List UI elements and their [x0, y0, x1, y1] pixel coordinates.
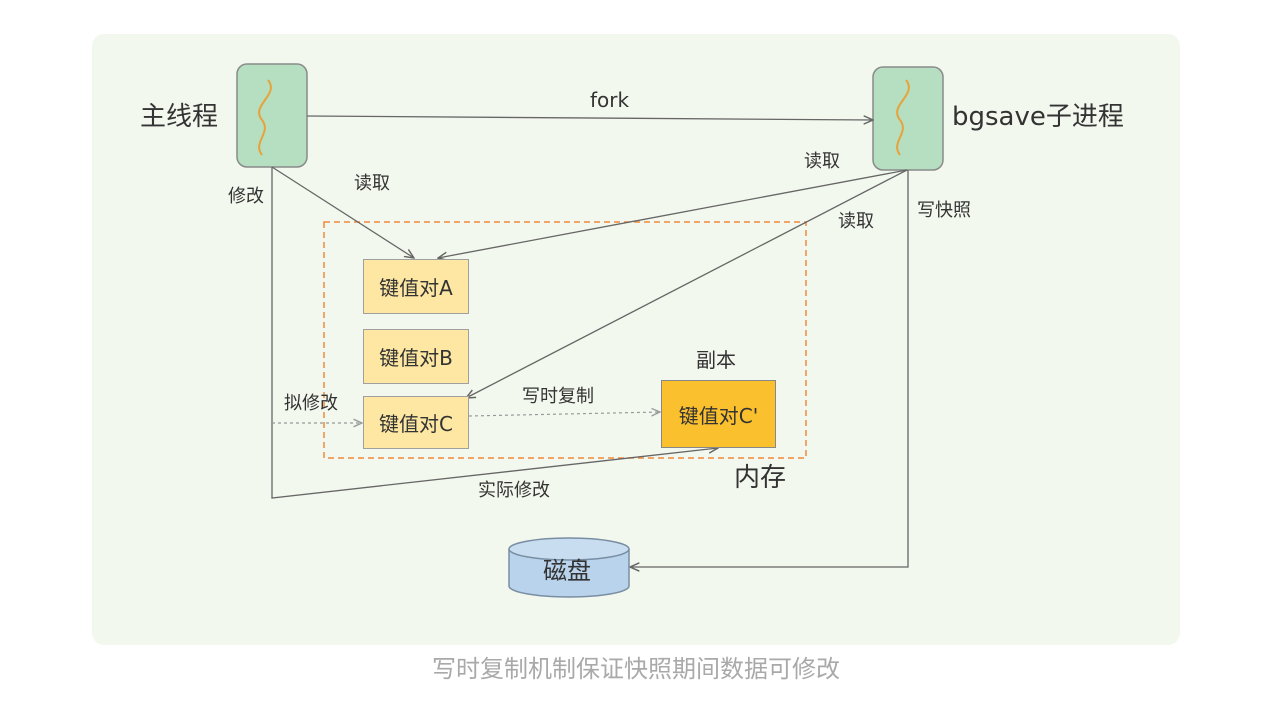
fork-label: fork: [590, 88, 630, 112]
main-read-arrow: [271, 166, 414, 258]
intend-modify-label: 拟修改: [284, 393, 338, 414]
memory-label: 内存: [734, 463, 787, 493]
child-thread-icon: [872, 66, 944, 171]
cylinder-icon: [508, 537, 630, 598]
figure-caption: 写时复制机制保证快照期间数据可修改: [432, 655, 840, 683]
child-read-arrow-c: [466, 169, 908, 398]
main-read-label: 读取: [354, 173, 390, 194]
write-snapshot-arrow: [630, 170, 909, 567]
kv-c-box: 键值对C: [363, 396, 469, 449]
main-thread-label: 主线程: [140, 102, 219, 132]
child-read-arrow-a: [438, 169, 908, 258]
kv-c-copy-box: 键值对C': [661, 380, 776, 448]
fork-arrow: [306, 116, 873, 120]
child-read-label-1: 读取: [804, 151, 840, 172]
cow-arrow: [468, 412, 660, 416]
memory-region: [323, 221, 807, 459]
actual-modify-arrow: [271, 167, 718, 499]
kv-a-box: 键值对A: [363, 259, 469, 314]
disk-label: 磁盘: [543, 557, 591, 585]
cow-label: 写时复制: [522, 386, 594, 407]
copy-label: 副本: [696, 348, 736, 372]
modify-label: 修改: [228, 186, 264, 207]
child-process-label: bgsave子进程: [952, 102, 1124, 132]
child-read-label-2: 读取: [838, 211, 874, 232]
main-thread-icon: [236, 63, 308, 168]
actual-modify-label: 实际修改: [478, 480, 550, 501]
kv-b-box: 键值对B: [363, 329, 469, 384]
write-snapshot-label: 写快照: [917, 200, 971, 221]
